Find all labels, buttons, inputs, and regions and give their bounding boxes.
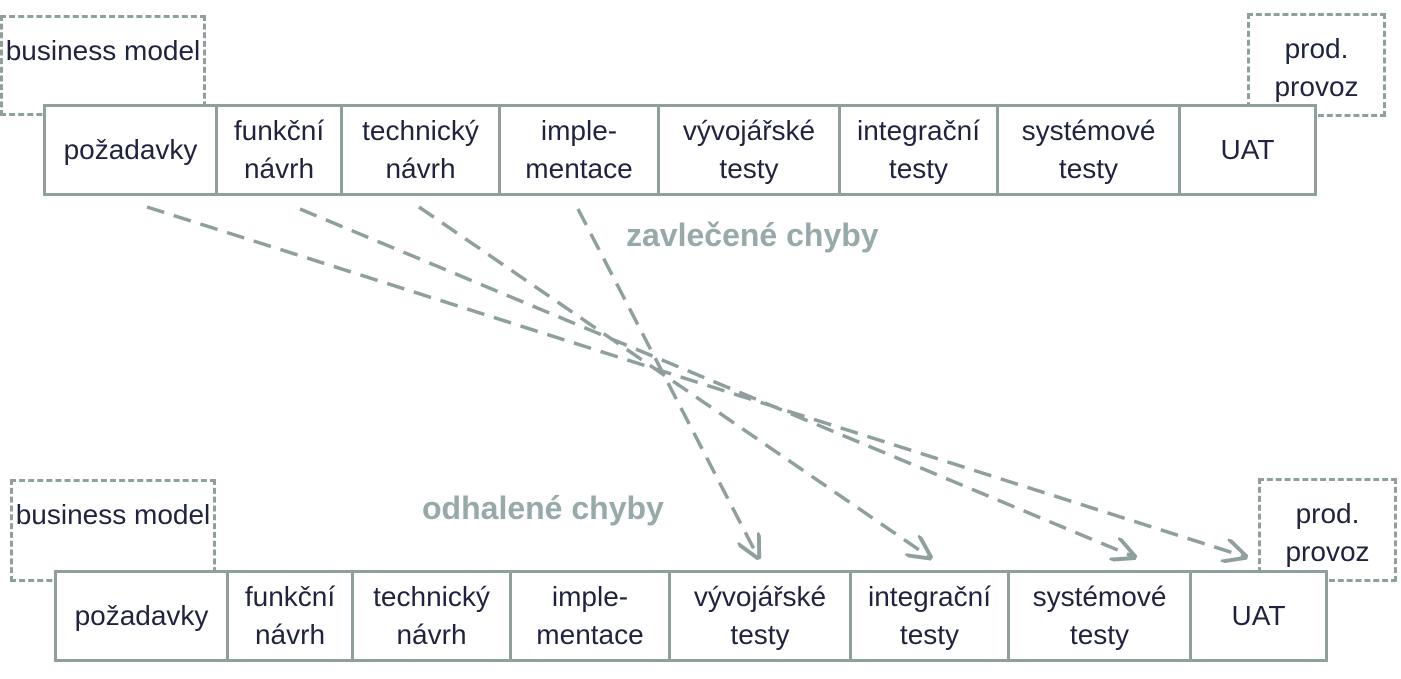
- bottom-phase-technicky-navrh: technický návrh: [354, 573, 512, 659]
- top-prod-provoz-label: prod. provoz: [1274, 33, 1359, 102]
- top-business-model-box: business model: [0, 15, 206, 116]
- top-business-model-label: business model: [5, 35, 201, 66]
- top-phase-implementace: imple- mentace: [501, 107, 660, 193]
- bottom-prod-provoz-box: prod. provoz: [1258, 478, 1397, 582]
- top-phase-funkcni-navrh: funkční návrh: [218, 107, 343, 193]
- arrow-funkcni-navrh-to-systemove-testy: [299, 207, 1132, 556]
- bottom-prod-provoz-label: prod. provoz: [1285, 498, 1370, 567]
- top-phase-vyvojarske-testy: vývojářské testy: [660, 107, 841, 193]
- arrow-pozadavky-to-prod-provoz: [146, 205, 1243, 556]
- bottom-business-model-label: business model: [15, 499, 211, 530]
- bottom-phase-pozadavky: požadavky: [57, 573, 229, 659]
- top-phase-uat: UAT: [1220, 134, 1275, 165]
- bottom-phase-funkcni-navrh: funkční návrh: [229, 573, 354, 659]
- bottom-phase-strip: požadavky funkční návrh technický návrh …: [54, 570, 1328, 662]
- top-phase-pozadavky: požadavky: [46, 107, 218, 193]
- top-phase-technicky-navrh: technický návrh: [343, 107, 501, 193]
- arrow-technicky-navrh-to-integracni-testy: [418, 205, 928, 556]
- caption-detected-defects: odhalené chyby: [422, 490, 664, 526]
- bottom-business-model-box: business model: [10, 479, 216, 582]
- top-phase-strip: požadavky funkční návrh technický návrh …: [43, 104, 1317, 196]
- top-phase-systemove-testy: systémové testy: [999, 107, 1181, 193]
- bottom-phase-uat: UAT: [1231, 600, 1286, 631]
- caption-introduced-defects: zavlečené chyby: [626, 217, 879, 253]
- bottom-phase-systemove-testy: systémové testy: [1010, 573, 1192, 659]
- arrow-implementace-to-vyvojarske-testy: [576, 208, 757, 555]
- bottom-phase-implementace: imple- mentace: [512, 573, 671, 659]
- bottom-phase-vyvojarske-testy: vývojářské testy: [671, 573, 852, 659]
- bottom-phase-integracni-testy: integrační testy: [852, 573, 1010, 659]
- top-phase-integracni-testy: integrační testy: [841, 107, 999, 193]
